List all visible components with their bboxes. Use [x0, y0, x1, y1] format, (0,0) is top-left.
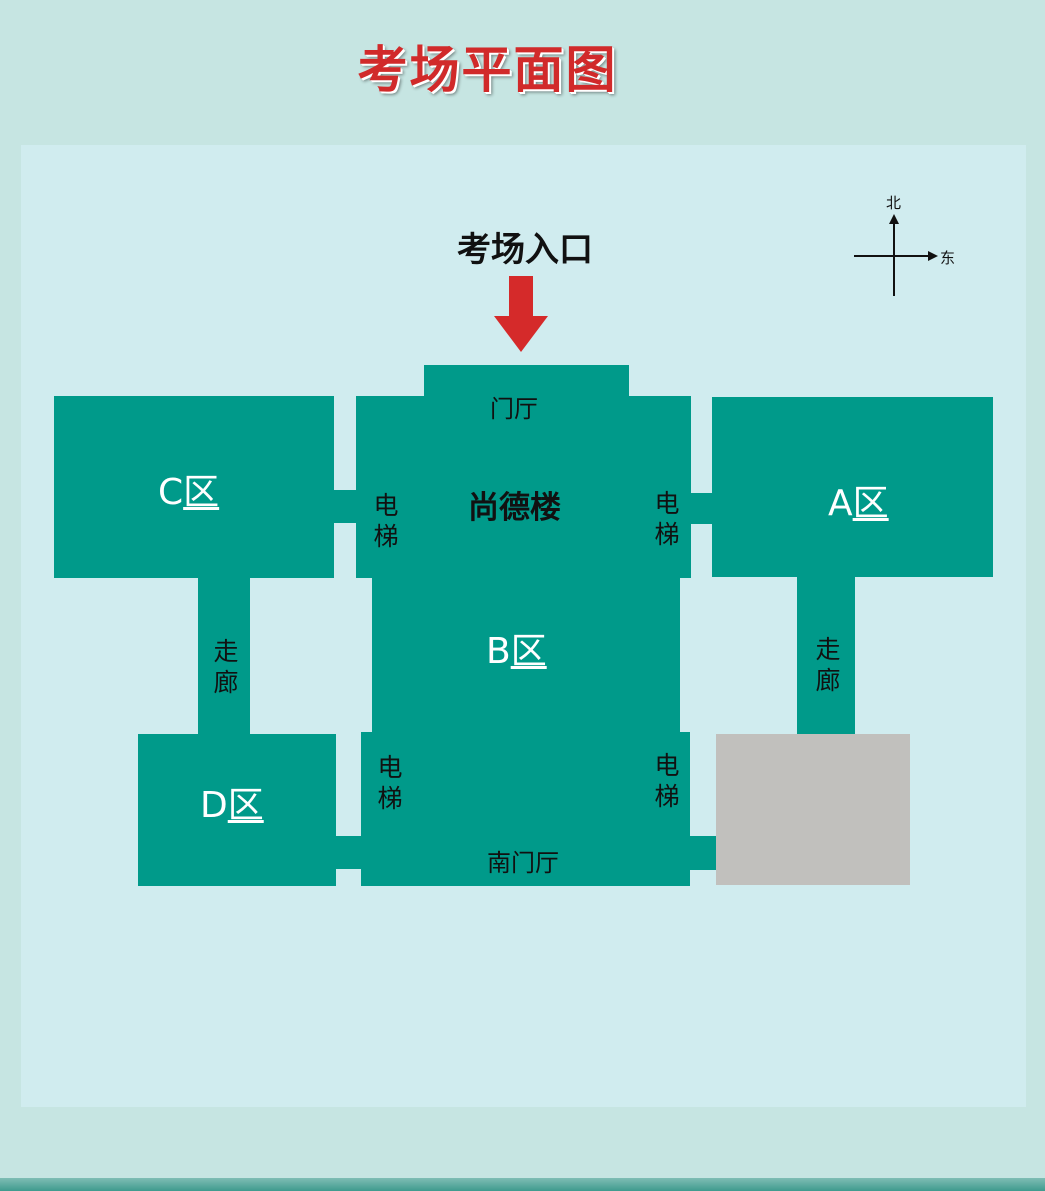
building-name: 尚德楼: [468, 490, 561, 526]
zone-b-label: B区: [486, 631, 547, 672]
compass-east: 东: [940, 249, 956, 267]
west-corridor: [198, 570, 250, 740]
entrance-label: 考场入口: [457, 230, 593, 270]
south-lobby-label: 南门厅: [487, 849, 559, 877]
building-lower: [361, 732, 690, 886]
west-corridor-label: 走廊: [213, 637, 239, 697]
lobby-label: 门厅: [490, 395, 538, 423]
elevator-sw-label: 电梯: [377, 753, 403, 813]
elevator-ne-label: 电梯: [654, 489, 680, 549]
entrance-arrow-icon: [494, 276, 548, 352]
a-connector: [685, 493, 717, 524]
a-zone-block: [712, 397, 993, 577]
zone-d-label: D区: [200, 785, 264, 826]
compass-north: 北: [886, 194, 902, 212]
compass-icon: [854, 214, 938, 296]
building-middle: [372, 570, 680, 740]
se-connector: [686, 836, 720, 870]
east-corridor: [797, 570, 855, 740]
c-zone-block: [54, 396, 334, 578]
map-title: 考场平面图: [357, 40, 618, 99]
elevator-nw-label: 电梯: [373, 491, 399, 551]
building-upper: [356, 396, 691, 578]
elevator-se-label: 电梯: [654, 751, 680, 811]
d-connector: [330, 836, 365, 869]
zone-c-label: C区: [158, 472, 220, 513]
east-corridor-label: 走廊: [815, 635, 841, 695]
d-zone-block: [138, 734, 336, 886]
bottom-band: [0, 1178, 1045, 1191]
c-connector: [305, 490, 360, 523]
blocked-area: [716, 734, 910, 885]
zone-a-label: A区: [828, 483, 889, 524]
